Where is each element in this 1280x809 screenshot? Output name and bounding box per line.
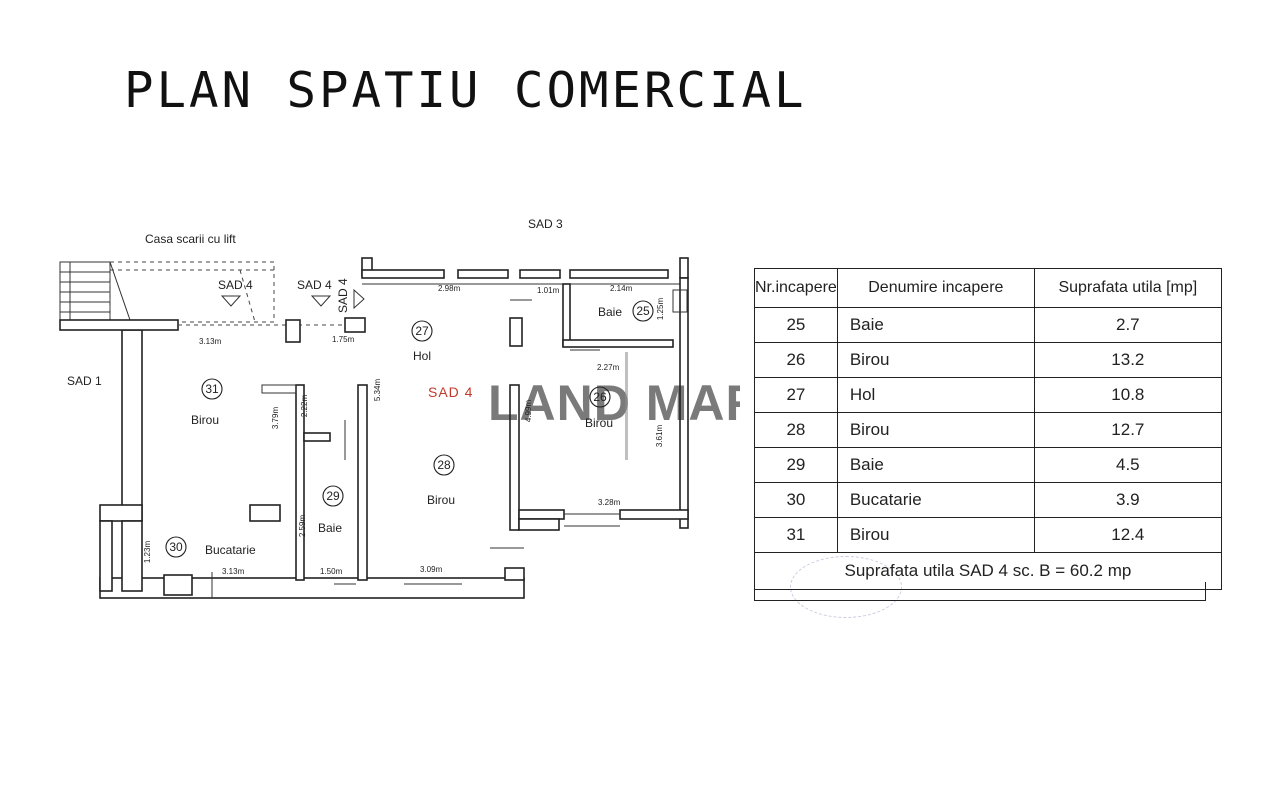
stair-label: Casa scarii cu lift [145, 232, 236, 246]
room-area-table: Nr.incapere Denumire incapere Suprafata … [754, 268, 1222, 590]
room-30-no: 30 [169, 540, 183, 554]
room-31-no: 31 [205, 382, 219, 396]
dim-3-09: 3.09m [420, 565, 443, 574]
table-row: 25 Baie 2.7 [754, 307, 1222, 343]
table-footer-border [754, 582, 1206, 601]
cell-room-name: Birou [836, 342, 1035, 378]
room-29-name: Baie [318, 521, 342, 535]
cell-room-number: 30 [754, 482, 838, 518]
room-numbers [165, 300, 654, 558]
floor-plan: Casa scarii cu lift SAD 3 SAD 1 SAD 4 SA… [59, 217, 740, 599]
cell-room-number: 25 [754, 307, 838, 343]
dim-3-13-bottom: 3.13m [222, 567, 245, 576]
dim-2-22: 2.22m [300, 395, 309, 418]
watermark-bar [625, 352, 628, 460]
sad4-marker-label-a: SAD 4 [218, 278, 253, 292]
cell-area: 4.5 [1033, 447, 1222, 483]
cell-room-name: Hol [836, 377, 1035, 413]
dim-1-01: 1.01m [537, 286, 560, 295]
total-area: Suprafata utila SAD 4 sc. B = 60.2 mp [754, 552, 1222, 590]
header-room-name: Denumire incapere [836, 268, 1035, 308]
cell-room-name: Baie [836, 447, 1035, 483]
cell-room-name: Baie [836, 307, 1035, 343]
dim-5-34: 5.34m [373, 379, 382, 402]
dim-2-27: 2.27m [597, 363, 620, 372]
dim-1-50: 1.50m [320, 567, 343, 576]
cell-room-number: 31 [754, 517, 838, 553]
cell-room-number: 27 [754, 377, 838, 413]
cell-room-name: Birou [836, 412, 1035, 448]
sad4-marker-label-b: SAD 4 [297, 278, 332, 292]
dim-4-99: 4.99m [524, 400, 533, 423]
cell-area: 3.9 [1033, 482, 1222, 518]
dim-2-59: 2.59m [298, 515, 307, 538]
room-27-name: Hol [413, 349, 431, 363]
dim-1-23: 1.23m [143, 541, 152, 564]
room-30-name: Bucatarie [205, 543, 256, 557]
cell-area: 2.7 [1033, 307, 1222, 343]
cell-room-number: 26 [754, 342, 838, 378]
cell-area: 13.2 [1033, 342, 1222, 378]
room-25-name: Baie [598, 305, 622, 319]
room-26-no: 26 [593, 390, 607, 404]
table-row: 26 Birou 13.2 [754, 342, 1222, 378]
cell-room-number: 29 [754, 447, 838, 483]
cell-area: 12.4 [1033, 517, 1222, 553]
dim-3-13-top: 3.13m [199, 337, 222, 346]
dim-2-14: 2.14m [610, 284, 633, 293]
doors [211, 299, 600, 598]
walls [59, 257, 689, 599]
dim-1-75: 1.75m [332, 335, 355, 344]
landmark-watermark: LAND MARK [488, 352, 740, 460]
dim-1-25: 1.25m [656, 298, 665, 321]
room-27-no: 27 [415, 324, 429, 338]
room-31-name: Birou [191, 413, 219, 427]
room-29-no: 29 [326, 489, 340, 503]
cell-room-number: 28 [754, 412, 838, 448]
table-row: 28 Birou 12.7 [754, 412, 1222, 448]
room-25-no: 25 [636, 304, 650, 318]
table-total-row: Suprafata utila SAD 4 sc. B = 60.2 mp [754, 552, 1222, 590]
plan-labels: Casa scarii cu lift SAD 3 SAD 1 SAD 4 SA… [67, 217, 665, 576]
dim-3-61: 3.61m [655, 425, 664, 448]
cell-room-name: Birou [836, 517, 1035, 553]
sad3-label: SAD 3 [528, 217, 563, 231]
sad4-marker-label-c: SAD 4 [336, 278, 350, 313]
cell-area: 10.8 [1033, 377, 1222, 413]
cell-area: 12.7 [1033, 412, 1222, 448]
dim-3-28: 3.28m [598, 498, 621, 507]
dim-3-79: 3.79m [271, 407, 280, 430]
header-room-number: Nr.incapere [754, 268, 838, 308]
dim-2-98: 2.98m [438, 284, 461, 293]
room-28-name: Birou [427, 493, 455, 507]
page-title: PLAN SPATIU COMERCIAL [124, 62, 807, 119]
table-row: 29 Baie 4.5 [754, 447, 1222, 483]
cell-room-name: Bucatarie [836, 482, 1035, 518]
table-header-row: Nr.incapere Denumire incapere Suprafata … [754, 268, 1222, 308]
room-28-no: 28 [437, 458, 451, 472]
sad4-center-label: SAD 4 [428, 384, 473, 400]
header-usable-area: Suprafata utila [mp] [1033, 268, 1222, 308]
sad1-label: SAD 1 [67, 374, 102, 388]
room-26-name: Birou [585, 416, 613, 430]
table-row: 27 Hol 10.8 [754, 377, 1222, 413]
watermark-text: LAND MARK [488, 375, 740, 431]
sad4-markers [220, 288, 365, 310]
table-row: 31 Birou 12.4 [754, 517, 1222, 553]
table-row: 30 Bucatarie 3.9 [754, 482, 1222, 518]
